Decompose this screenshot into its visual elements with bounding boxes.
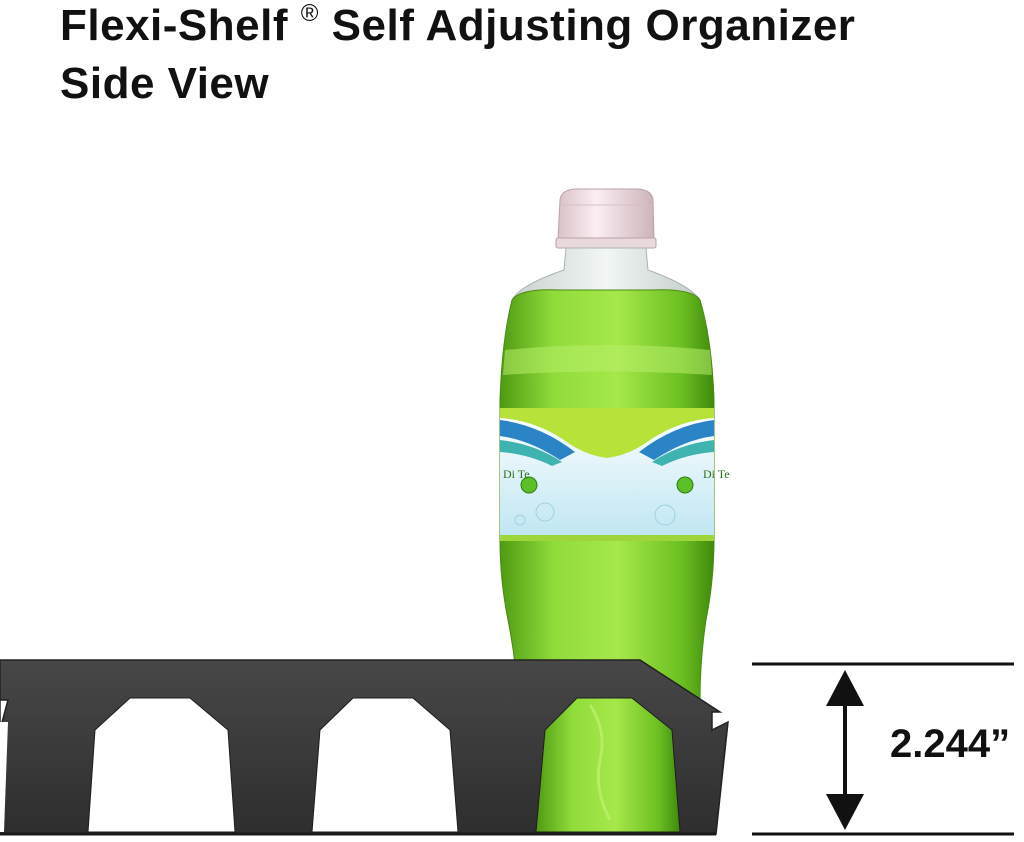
bottle-cap-ring: [555, 237, 657, 249]
dimension-arrow-down-icon: [826, 794, 864, 830]
bottle-cap: [557, 188, 655, 241]
shelf-organizer: [0, 659, 729, 836]
dimension-arrow-up-icon: [826, 670, 864, 706]
title-product-name: Flexi-Shelf: [60, 1, 288, 50]
registered-mark: ®: [300, 0, 319, 27]
dimension-label: 2.244”: [890, 722, 1011, 766]
label-text-right: Di Te: [703, 467, 730, 481]
label-text-left: Di Te: [503, 467, 530, 481]
shelf-cutout-3: [311, 697, 459, 833]
shelf-cutout-1: [0, 722, 8, 832]
height-dimension: [752, 662, 1014, 836]
shelf-cutout-4: [535, 697, 681, 833]
title-product-type: Self Adjusting Organizer: [331, 1, 856, 50]
page-title-line1: Flexi-Shelf ® Self Adjusting Organizer: [60, 1, 856, 50]
bottle-label: Di Te Di Te: [500, 408, 730, 541]
page-subtitle: Side View: [60, 59, 270, 108]
shelf-cutout-2: [87, 697, 236, 833]
